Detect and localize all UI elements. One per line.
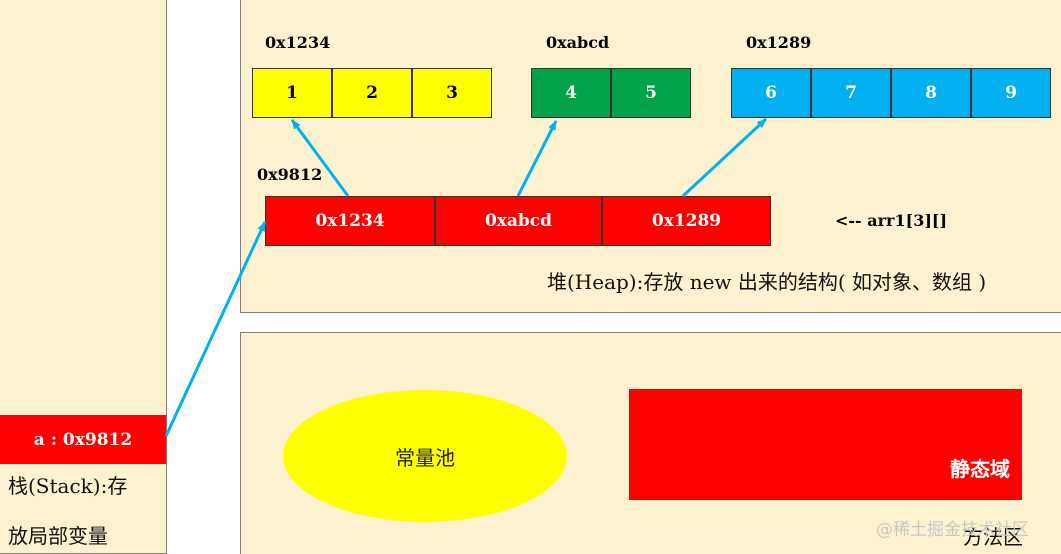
yellow-array: 1 2 3 [252,68,492,118]
outer-array: 0x1234 0xabcd 0x1289 [265,196,771,246]
heap-panel [240,0,1061,313]
array-cell: 8 [891,68,971,118]
green-array-address: 0xabcd [546,33,610,52]
yellow-array-address: 0x1234 [265,33,331,52]
outer-array-label: <-- arr1[3][] [835,211,948,230]
array-cell: 0xabcd [435,196,602,246]
array-cell: 2 [332,68,412,118]
outer-array-address: 0x9812 [257,165,323,184]
watermark: @稀土掘金技术社区 [876,520,1029,540]
array-cell: 9 [971,68,1051,118]
array-cell: 7 [811,68,891,118]
array-cell: 0x1289 [602,196,771,246]
array-cell: 5 [611,68,691,118]
stack-caption-line1: 栈(Stack):存 [8,474,128,498]
green-array: 4 5 [531,68,691,118]
stack-caption-line2: 放局部变量 [8,524,108,548]
constant-pool-label: 常量池 [395,445,455,470]
array-cell: 1 [252,68,332,118]
array-cell: 4 [531,68,611,118]
blue-array: 6 7 8 9 [731,68,1051,118]
static-area: 静态域 [629,389,1022,500]
array-cell: 3 [412,68,492,118]
blue-array-address: 0x1289 [746,33,812,52]
array-cell: 0x1234 [265,196,435,246]
static-area-label: 静态域 [950,457,1010,481]
stack-variable-a: a : 0x9812 [0,415,166,464]
array-cell: 6 [731,68,811,118]
constant-pool: 常量池 [283,390,567,522]
stack-panel: 栈(Stack):存 放局部变量 [0,0,167,554]
method-area-caption: 方法区 [963,525,1023,549]
heap-caption: 堆(Heap):存放 new 出来的结构( 如对象、数组 ) [547,270,987,294]
